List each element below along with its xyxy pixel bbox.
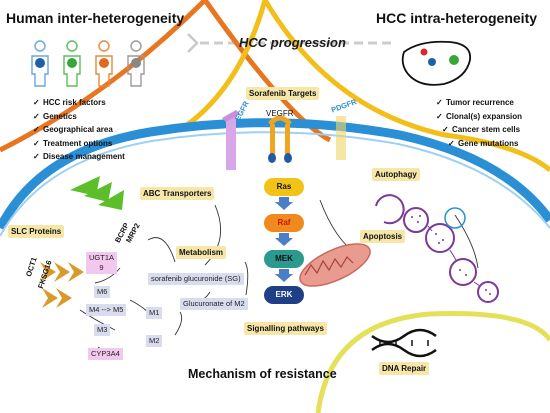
autophagy-label: Autophagy	[372, 168, 420, 181]
check-icon: ✓	[33, 125, 40, 134]
yellow-arc-left	[178, 0, 268, 133]
check-icon: ✓	[442, 125, 449, 134]
list-item: ✓Disease management	[33, 150, 125, 164]
liver-icon	[401, 40, 472, 86]
nucleus-membrane	[315, 311, 550, 413]
cyp3a4-enzyme: CYP3A4	[88, 348, 123, 360]
vegfr-receptor	[268, 115, 292, 163]
erk-node: ERK	[264, 286, 304, 304]
dna-repair-label: DNA Repair	[379, 362, 430, 375]
pdgfr-receptor	[336, 116, 346, 160]
m4-m5-node: M4 --> M5	[86, 304, 127, 316]
list-item: ✓Tumor recurrence	[436, 96, 522, 110]
signalling-pathways-label: Signalling pathways	[244, 322, 327, 335]
list-item: ✓Clonal(s) expansion	[436, 110, 522, 124]
metabolism-label: Metabolism	[176, 246, 227, 259]
check-icon: ✓	[436, 111, 443, 121]
sorafenib-glucuronide-node: sorafenib glucuronide (SG)	[148, 273, 244, 285]
egfr-receptor	[222, 110, 240, 170]
raf-node: Raf	[264, 214, 304, 232]
slc-proteins-label: SLC Proteins	[8, 225, 65, 238]
yellow-arc	[262, 0, 550, 172]
m6-node: M6	[94, 286, 111, 298]
m3-node: M3	[94, 324, 111, 336]
ras-node: Ras	[264, 178, 304, 196]
m1-node: M1	[146, 307, 163, 319]
list-item: ✓Gene mutations	[436, 137, 522, 151]
check-icon: ✓	[33, 152, 40, 161]
list-item: ✓HCC risk factors	[33, 96, 125, 110]
list-item: ✓Treatment options	[33, 137, 125, 151]
autophagy-vesicles	[375, 194, 499, 303]
human-figures-icon	[31, 40, 145, 87]
progression-label: HCC progression	[239, 35, 346, 50]
mitochondrion	[299, 243, 371, 287]
dna-icon	[371, 328, 437, 358]
apoptosis-label: Apoptosis	[360, 230, 406, 243]
check-icon: ✓	[33, 138, 40, 148]
autophagy-dots	[411, 215, 491, 295]
mechanism-of-resistance-label: Mechanism of resistance	[188, 367, 337, 381]
slc-transporter-shapes	[40, 262, 84, 308]
hcc-heterogeneity-title: HCC intra-heterogeneity	[376, 10, 538, 26]
progression-chevrons	[187, 33, 395, 53]
abc-transporters-label: ABC Transporters	[140, 187, 215, 200]
abc-transporter-shapes	[70, 176, 124, 210]
list-item: ✓Cancer stem cells	[436, 123, 522, 137]
glucuronate-m2-node: Glucuronate of M2	[180, 298, 248, 310]
check-icon: ✓	[436, 98, 443, 107]
pathway-arrows	[275, 197, 293, 282]
mek-node: MEK	[264, 250, 304, 268]
tumor-factors-list: ✓Tumor recurrence ✓Clonal(s) expansion ✓…	[436, 96, 522, 150]
human-heterogeneity-title: Human inter-heterogeneity	[6, 10, 185, 26]
list-item: ✓Genetics	[33, 110, 125, 124]
check-icon: ✓	[33, 111, 40, 121]
ugt1a9-enzyme: UGT1A 9	[86, 252, 118, 274]
orange-arc	[0, 0, 207, 153]
vegfr-label: VEGFR	[266, 109, 294, 118]
m2-node: M2	[146, 335, 163, 347]
check-icon: ✓	[33, 98, 40, 107]
sorafenib-targets-label: Sorafenib Targets	[246, 87, 320, 100]
cell-membrane	[0, 118, 550, 231]
check-icon: ✓	[448, 138, 455, 148]
human-factors-list: ✓HCC risk factors ✓Genetics ✓Geographica…	[33, 96, 125, 164]
list-item: ✓Geographical area	[33, 123, 125, 137]
